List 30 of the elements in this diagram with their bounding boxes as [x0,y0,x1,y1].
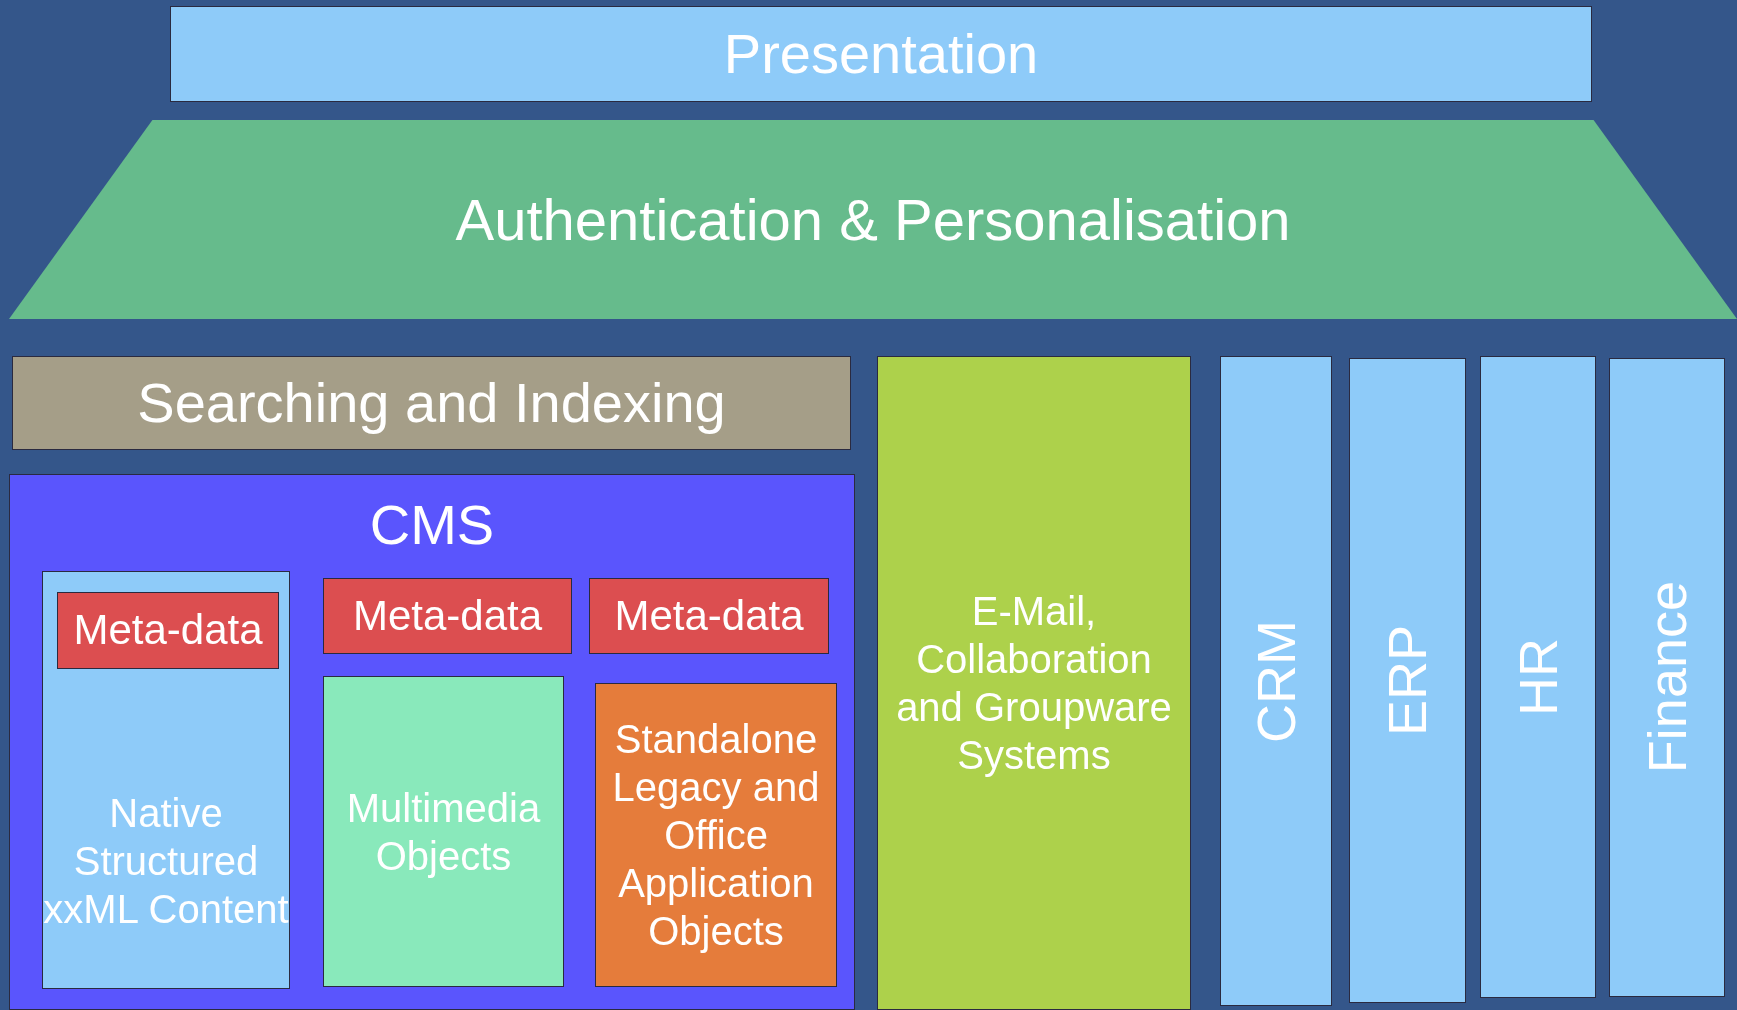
layer-band [170,6,1592,102]
label-text: Meta-data [73,605,263,656]
label-text: Multimedia Objects [345,784,542,880]
label-text: HR [1506,638,1569,716]
layer-band [12,356,851,450]
system-column [1220,356,1332,1006]
label-text: CRM [1244,619,1307,743]
label-text: Meta-data [352,590,543,641]
system-column [1609,358,1725,997]
system-column [1349,358,1466,1003]
system-column [1480,356,1596,998]
label-text: Meta-data [614,590,804,641]
label-text: E-Mail, Collaboration and Groupware Systems [895,588,1173,779]
label-text: Searching and Indexing [137,370,726,437]
metadata-box [323,578,572,654]
content-box [42,571,290,989]
label-text: CMS [369,492,495,558]
metadata-box [57,592,279,669]
label-text: Authentication & Personalisation [455,185,1291,254]
label-text: Presentation [723,21,1039,88]
metadata-box [589,578,829,654]
content-box [323,676,564,987]
label-text: Finance [1635,581,1698,774]
label-text: Standalone Legacy and Office Application Objects [611,716,821,955]
content-box [595,683,837,987]
system-box [877,356,1191,1010]
trapezoid-band [9,120,1737,319]
container-box [9,474,855,1010]
label-text: ERP [1376,624,1439,736]
label-text: Native Structured xxML Content [43,790,289,933]
